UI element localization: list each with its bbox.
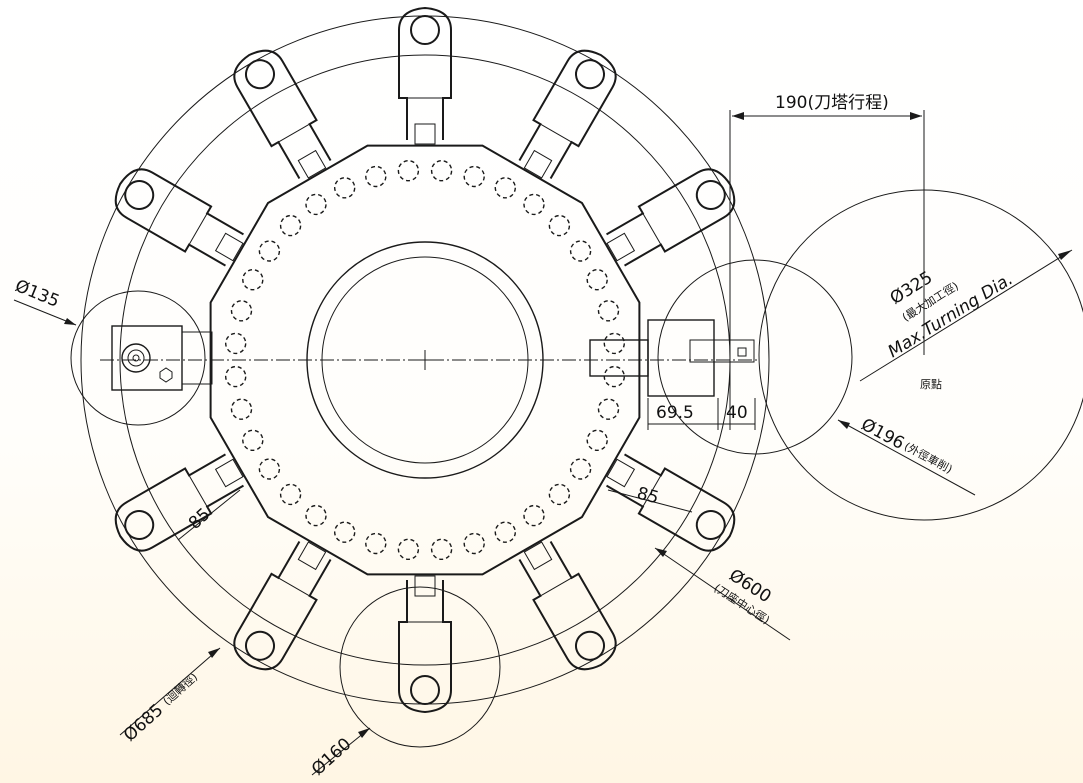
dia-685-leader — [119, 647, 221, 736]
dia-196-arrow — [838, 420, 850, 429]
circle-135 — [70, 290, 206, 426]
label-dim-40: 40 — [726, 403, 748, 423]
bolt-hole — [586, 429, 608, 451]
tool-holder — [518, 541, 617, 671]
tool-holder — [606, 453, 736, 552]
bolt-hole — [494, 177, 516, 199]
bolt-hole — [523, 193, 545, 216]
bolt-hole — [569, 240, 592, 262]
dim-69-40 — [647, 398, 756, 430]
turret-polygon — [209, 144, 641, 576]
tool-holder — [606, 168, 736, 267]
bolt-hole — [430, 159, 453, 182]
dia-600-arrow — [655, 548, 667, 557]
label-dia-685-note: (迴轉徑) — [160, 670, 200, 708]
max-turning-arrow — [1058, 250, 1072, 260]
bolt-hole — [603, 332, 625, 355]
bolt-hole — [463, 165, 485, 188]
bolt-hole — [334, 177, 356, 199]
bolt-hole — [230, 300, 253, 322]
bolt-hole — [494, 521, 516, 543]
dia-160-arrow — [358, 728, 370, 738]
bolt-hole — [334, 521, 356, 543]
label-dim-85-left: 85 — [185, 504, 214, 533]
tool-holder — [398, 6, 452, 145]
tool-holder — [233, 49, 332, 179]
dim-85-right-line — [607, 489, 693, 513]
label-dia-160: Ø160 — [308, 734, 355, 780]
tool-holders — [114, 6, 736, 714]
circle-196 — [657, 259, 853, 455]
bolt-hole — [224, 332, 247, 355]
bolt-hole — [365, 165, 387, 188]
bolt-hole — [279, 483, 302, 506]
travel-dimension — [729, 110, 925, 430]
bolt-hole — [569, 458, 592, 480]
bolt-hole — [548, 483, 571, 506]
bolt-hole — [597, 300, 620, 322]
bolt-hole — [597, 398, 620, 420]
tool-holder — [114, 453, 244, 552]
label-dia-196-note: (外徑車削) — [902, 439, 955, 476]
bolt-hole — [430, 538, 453, 560]
turret-body — [209, 144, 641, 576]
label-dim-69-5: 69.5 — [656, 403, 694, 423]
dia-135-arrow — [64, 318, 76, 325]
bolt-hole — [224, 365, 247, 388]
bolt-hole — [397, 538, 420, 560]
tool-holder — [114, 168, 244, 267]
bolt-hole — [305, 504, 327, 527]
bolt-hole — [305, 193, 327, 216]
bolt-hole — [242, 429, 264, 451]
bolt-hole — [365, 532, 387, 555]
bolt-hole — [279, 214, 302, 237]
dia-196-leader — [837, 419, 976, 496]
label-travel: 190(刀塔行程) — [775, 93, 889, 113]
bolt-hole — [258, 458, 281, 480]
bolt-holes — [224, 159, 625, 560]
bolt-hole — [230, 398, 253, 420]
label-dia-685: Ø685 — [120, 700, 167, 746]
bolt-hole — [258, 240, 281, 262]
left-tool-block — [111, 325, 213, 391]
bolt-hole — [242, 269, 264, 291]
max-turning-leader — [859, 249, 1073, 382]
dia-685-arrow — [208, 648, 220, 658]
bolt-hole — [548, 214, 571, 237]
right-tool-block — [589, 319, 755, 397]
dim-85-left-line — [177, 489, 241, 541]
label-dia-135: Ø135 — [12, 276, 62, 312]
bolt-hole — [586, 269, 608, 291]
tool-holder — [518, 49, 617, 179]
label-dia-196: Ø196 — [858, 415, 908, 454]
bolt-hole — [397, 159, 420, 182]
dia-160-leader — [311, 727, 371, 776]
dia-600-leader — [654, 547, 791, 641]
circle-160 — [339, 586, 501, 748]
bolt-hole — [463, 532, 485, 555]
tool-holder — [233, 541, 332, 671]
circle-325 — [758, 189, 1083, 521]
label-origin: 原點 — [920, 378, 942, 391]
bolt-hole — [523, 504, 545, 527]
tool-holder — [398, 575, 452, 714]
